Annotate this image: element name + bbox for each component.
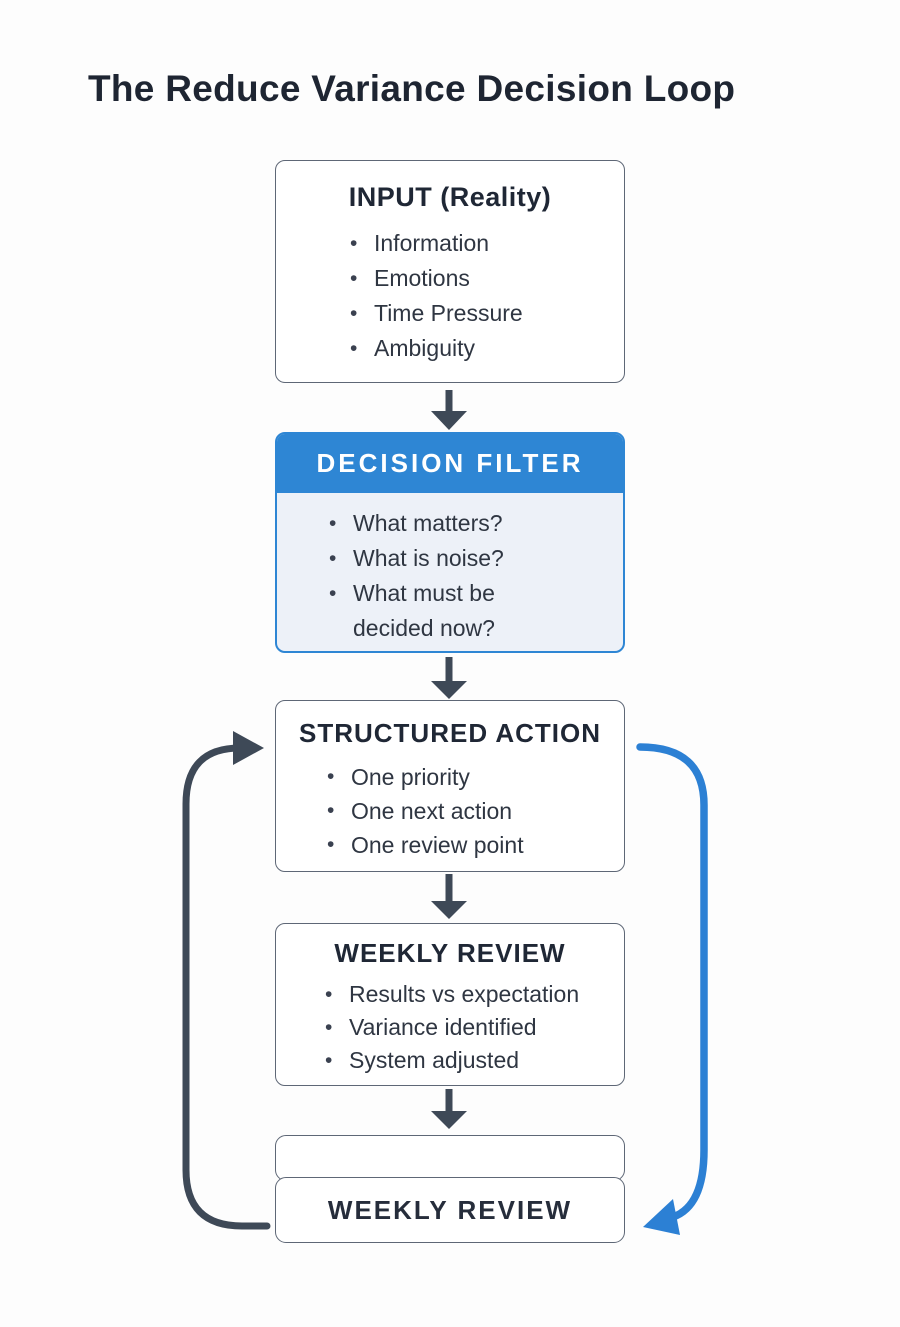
page-title: The Reduce Variance Decision Loop bbox=[88, 68, 736, 109]
down-arrow-icon bbox=[431, 657, 467, 699]
structured-action-box: STRUCTURED ACTION One priority One next … bbox=[275, 700, 625, 872]
list-item: One next action bbox=[327, 794, 624, 828]
list-item: System adjusted bbox=[325, 1044, 624, 1077]
list-item: Time Pressure bbox=[350, 296, 624, 331]
loop-box-empty bbox=[275, 1135, 625, 1181]
down-arrow-icon bbox=[431, 390, 467, 430]
list-item: One priority bbox=[327, 760, 624, 794]
structured-action-list: One priority One next action One review … bbox=[276, 760, 624, 862]
list-item: Results vs expectation bbox=[325, 978, 624, 1011]
list-item: Variance identified bbox=[325, 1011, 624, 1044]
list-item: Information bbox=[350, 226, 624, 261]
input-heading: INPUT (Reality) bbox=[348, 182, 552, 212]
decision-filter-list: What matters? What is noise? What must b… bbox=[277, 506, 623, 646]
list-item: What must be decided now? bbox=[329, 576, 623, 646]
structured-action-heading: STRUCTURED ACTION bbox=[298, 718, 602, 748]
list-item: One review point bbox=[327, 828, 624, 862]
list-item: What is noise? bbox=[329, 541, 623, 576]
list-item: Ambiguity bbox=[350, 331, 624, 366]
loop-arrow-right bbox=[636, 743, 708, 1235]
weekly-review-box: WEEKLY REVIEW Results vs expectation Var… bbox=[275, 923, 625, 1086]
feedback-loop-arrow-left bbox=[182, 731, 271, 1230]
list-item: Emotions bbox=[350, 261, 624, 296]
input-list: Information Emotions Time Pressure Ambig… bbox=[276, 226, 624, 366]
left-arrowhead-icon bbox=[643, 1199, 680, 1235]
weekly-review-list: Results vs expectation Variance identifi… bbox=[276, 978, 624, 1077]
down-arrow-icon bbox=[431, 874, 467, 919]
decision-filter-heading: DECISION FILTER bbox=[277, 434, 623, 493]
decision-filter-box: DECISION FILTER What matters? What is no… bbox=[275, 432, 625, 653]
weekly-review-heading: WEEKLY REVIEW bbox=[334, 938, 566, 968]
list-item: What matters? bbox=[329, 506, 623, 541]
down-arrow-icon bbox=[431, 1089, 467, 1129]
input-box: INPUT (Reality) Information Emotions Tim… bbox=[275, 160, 625, 383]
loop-box-weekly-review: WEEKLY REVIEW bbox=[275, 1177, 625, 1243]
right-arrowhead-icon bbox=[233, 731, 264, 765]
